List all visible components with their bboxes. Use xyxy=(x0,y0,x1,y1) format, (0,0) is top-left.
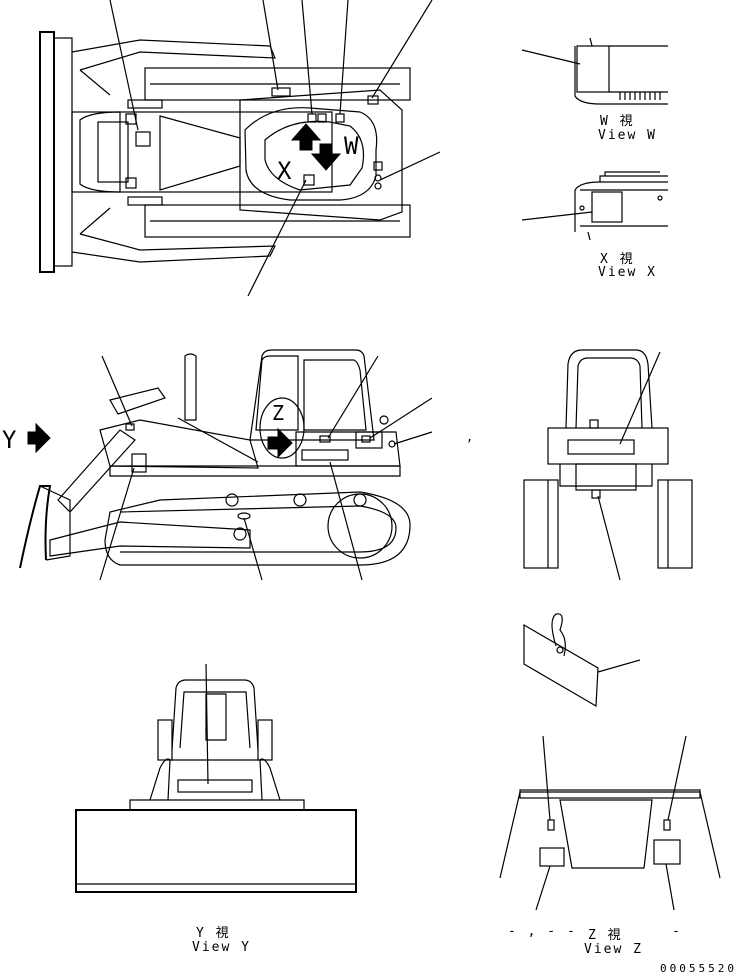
marker-w: W xyxy=(344,132,359,160)
view-z-kanji: Z 視 xyxy=(588,928,623,943)
front-view-dozer xyxy=(75,663,357,893)
marker-x: X xyxy=(277,157,292,185)
tag-detail xyxy=(523,613,641,708)
marker-z: Z xyxy=(272,401,285,425)
view-w-label: View W xyxy=(598,128,657,143)
marker-y: Y xyxy=(2,426,17,454)
view-z-suffix: - xyxy=(672,924,682,939)
view-x-kanji: X 視 xyxy=(600,252,635,267)
side-punct: , xyxy=(466,430,475,444)
view-z-prefix: - , - - xyxy=(508,924,577,939)
view-w-kanji: W 視 xyxy=(600,114,635,129)
view-w-detail xyxy=(521,37,668,105)
view-z-label: View Z xyxy=(584,942,643,957)
drawing-code: 00055520 xyxy=(660,962,737,975)
view-y-label: View Y xyxy=(192,940,251,955)
view-x-detail xyxy=(521,171,668,241)
view-z-detail xyxy=(499,735,721,911)
side-view-dozer xyxy=(19,349,433,581)
top-view-dozer xyxy=(39,0,441,297)
view-y-kanji: Y 視 xyxy=(196,926,231,941)
rear-view-dozer xyxy=(523,349,693,581)
view-x-label: View X xyxy=(598,265,657,280)
